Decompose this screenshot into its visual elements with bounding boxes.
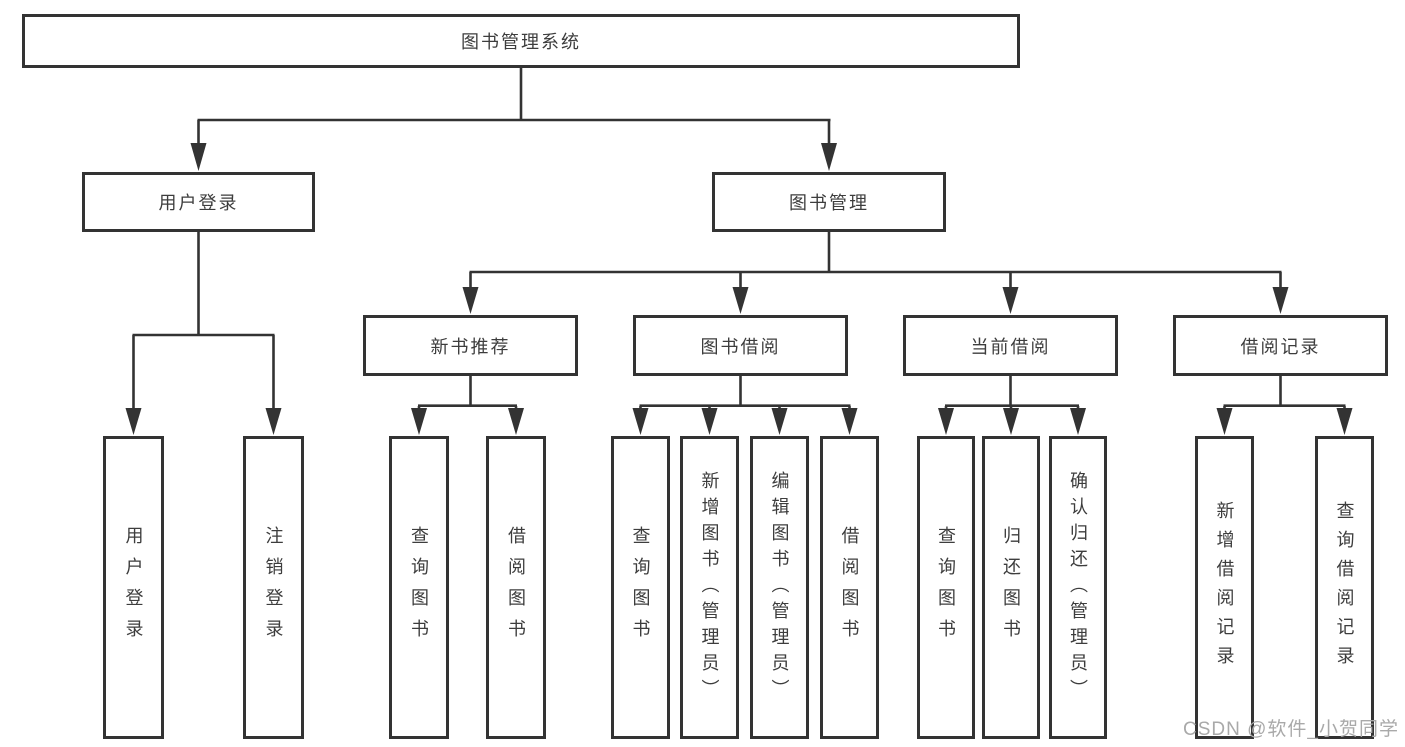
- leaf-query-books-recommend: 查询图书: [389, 436, 449, 739]
- leaf-edit-books-admin: 编辑图书（管理员）: [750, 436, 809, 739]
- leaf-query-books-current: 查询图书: [917, 436, 975, 739]
- leaf-borrow-books: 借阅图书: [820, 436, 879, 739]
- leaf-user-login: 用户登录: [103, 436, 164, 739]
- leaf-logout-login: 注销登录: [243, 436, 304, 739]
- arrowhead-icons: [125, 143, 1353, 435]
- leaf-borrow-books-recommend: 借阅图书: [486, 436, 546, 739]
- leaf-return-books: 归还图书: [982, 436, 1040, 739]
- node-book-management: 图书管理: [712, 172, 946, 232]
- node-user-login: 用户登录: [82, 172, 315, 232]
- leaf-add-borrow-record: 新增借阅记录: [1195, 436, 1254, 739]
- node-current-borrow: 当前借阅: [903, 315, 1118, 376]
- node-root: 图书管理系统: [22, 14, 1020, 68]
- watermark: CSDN @软件_小贺同学: [1183, 719, 1399, 740]
- leaf-add-books-admin: 新增图书（管理员）: [680, 436, 739, 739]
- leaf-query-borrow-record: 查询借阅记录: [1315, 436, 1374, 739]
- leaf-confirm-return-admin: 确认归还（管理员）: [1049, 436, 1107, 739]
- node-book-borrow: 图书借阅: [633, 315, 848, 376]
- node-new-book-recommend: 新书推荐: [363, 315, 578, 376]
- leaf-query-books-borrow: 查询图书: [611, 436, 670, 739]
- node-borrow-records: 借阅记录: [1173, 315, 1388, 376]
